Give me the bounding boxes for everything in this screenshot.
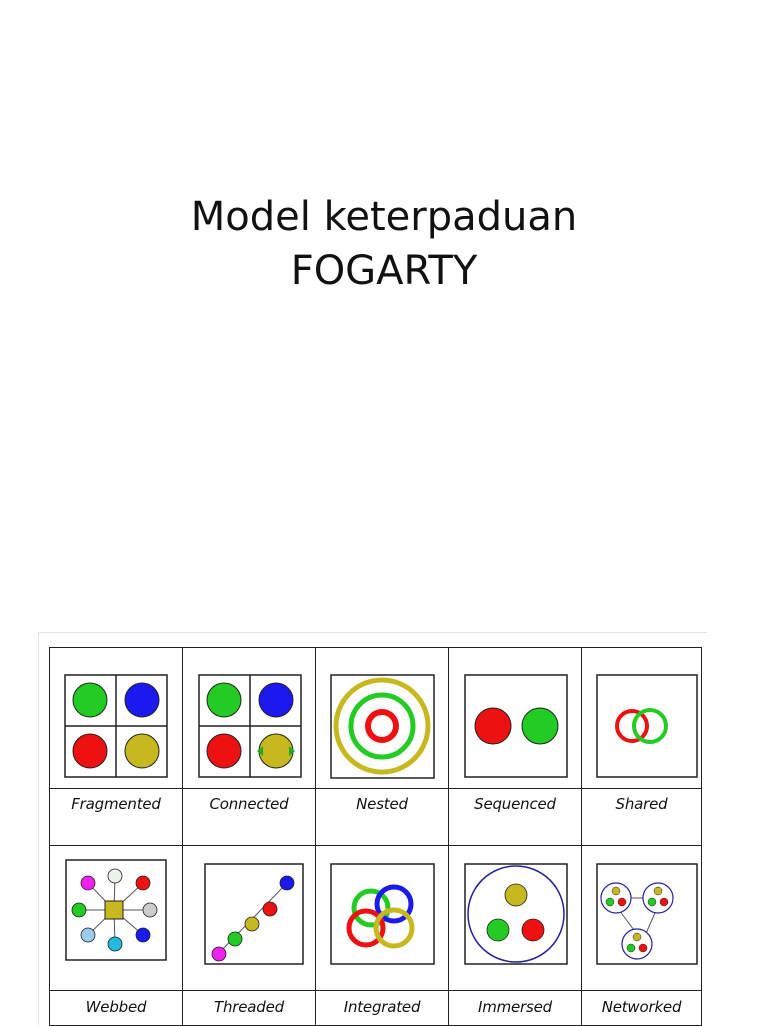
models-grid: Fragmented Connected: [49, 647, 702, 1026]
nested-diagram: [330, 674, 435, 779]
networked-diagram: [596, 863, 698, 965]
model-cell-integrated: Integrated: [316, 846, 449, 1026]
model-cell-immersed: Immersed: [449, 846, 582, 1026]
fogarty-models-figure: Fragmented Connected: [38, 632, 707, 1026]
model-label-webbed: Webbed: [85, 998, 147, 1016]
model-label-networked: Networked: [601, 998, 682, 1016]
fragmented-diagram: [64, 674, 168, 778]
model-cell-sequenced: Sequenced: [449, 648, 582, 846]
model-label-integrated: Integrated: [343, 998, 421, 1016]
model-cell-fragmented: Fragmented: [50, 648, 183, 846]
connected-diagram: [198, 674, 302, 778]
model-cell-connected: Connected: [183, 648, 316, 846]
model-cell-webbed: Webbed: [50, 846, 183, 1026]
model-label-shared: Shared: [615, 795, 668, 813]
model-cell-shared: Shared: [582, 648, 702, 846]
threaded-diagram: [204, 863, 304, 965]
model-cell-networked: Networked: [582, 846, 702, 1026]
integrated-diagram: [330, 863, 435, 965]
model-label-fragmented: Fragmented: [71, 795, 161, 813]
title-line-2: FOGARTY: [290, 248, 478, 294]
slide-title: Model keterpaduan FOGARTY: [0, 190, 768, 298]
model-label-immersed: Immersed: [477, 998, 552, 1016]
shared-diagram: [596, 674, 698, 778]
immersed-diagram: [464, 863, 568, 965]
model-cell-threaded: Threaded: [183, 846, 316, 1026]
model-cell-nested: Nested: [316, 648, 449, 846]
sequenced-diagram: [464, 674, 568, 778]
webbed-diagram: [65, 859, 167, 961]
model-label-nested: Nested: [356, 795, 408, 813]
model-label-threaded: Threaded: [214, 998, 284, 1016]
model-label-connected: Connected: [209, 795, 289, 813]
title-line-1: Model keterpaduan: [190, 194, 578, 240]
model-label-sequenced: Sequenced: [474, 795, 556, 813]
